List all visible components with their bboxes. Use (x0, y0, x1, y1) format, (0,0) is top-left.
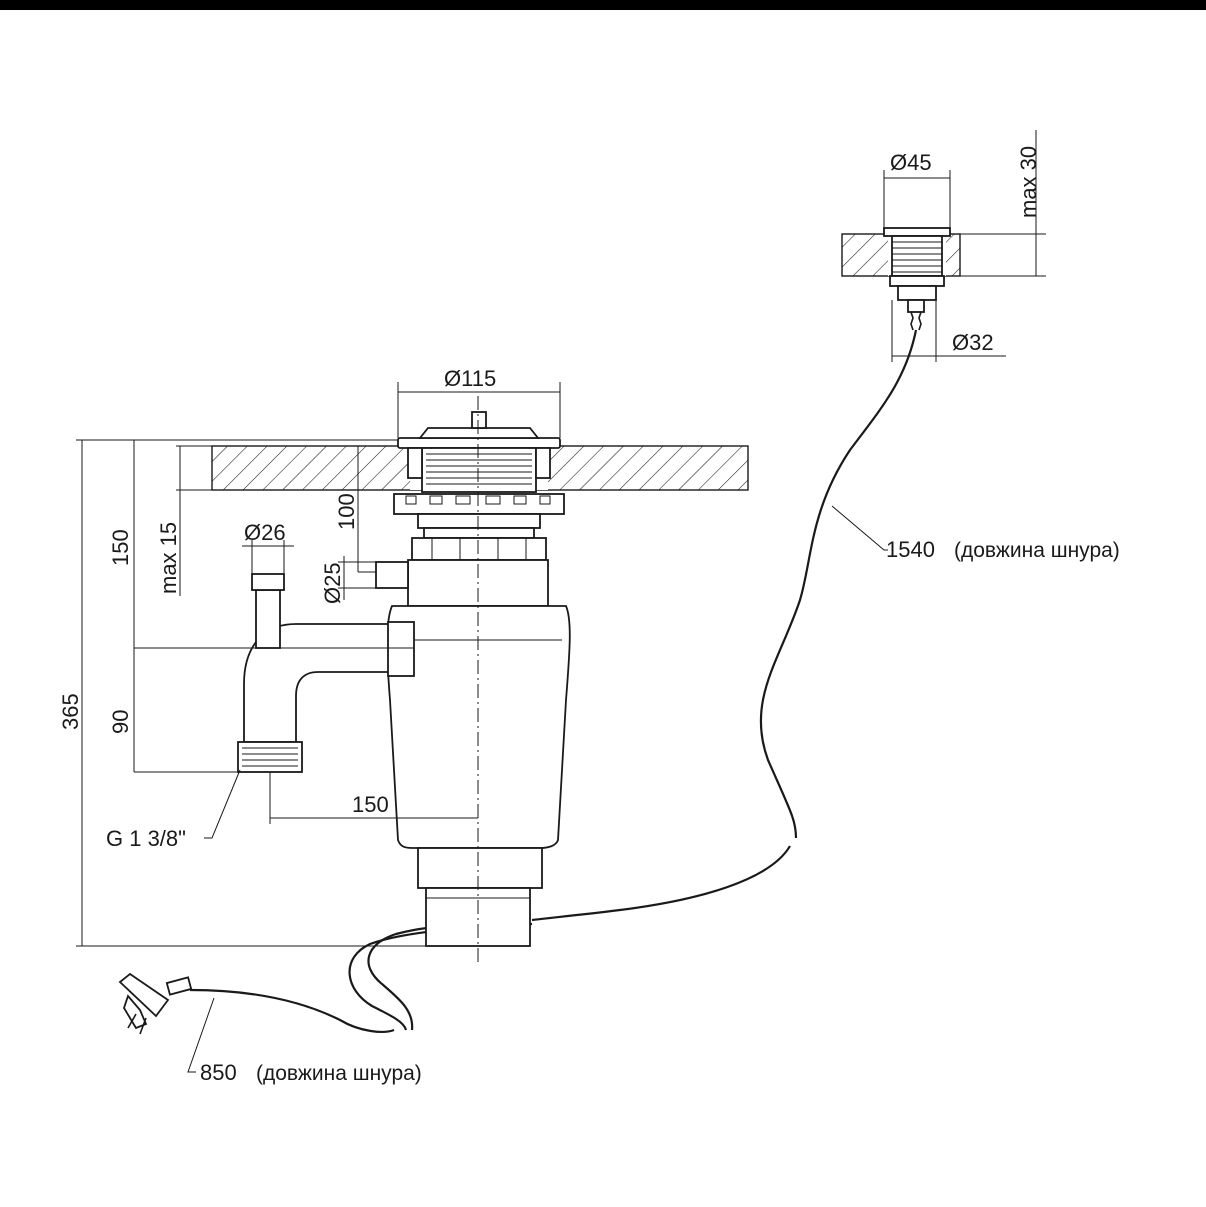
dim-d115: Ø115 (444, 366, 496, 391)
disposer-unit (375, 396, 571, 962)
dim-d32: Ø32 (952, 330, 994, 355)
dim-w150: 150 (352, 792, 389, 817)
air-switch: Ø45 max 30 Ø32 (841, 130, 1046, 362)
dim-h150: 150 (108, 529, 133, 566)
switch-cord (759, 329, 918, 839)
top-border-bar (0, 0, 1206, 10)
dim-h100: 100 (334, 493, 359, 530)
dim-h365: 365 (58, 693, 83, 730)
dim-max15: max 15 (156, 522, 181, 594)
power-cord-note: (довжина шнура) (256, 1062, 422, 1085)
dim-max30: max 30 (1016, 146, 1041, 218)
power-cord (189, 988, 395, 1033)
dim-thread: G 1 3/8" (106, 826, 186, 851)
dim-d26: Ø26 (244, 520, 286, 545)
drain-elbow (237, 573, 415, 773)
dim-d45: Ø45 (890, 150, 932, 175)
switch-cord-note: (довжина шнура) (954, 539, 1120, 562)
power-cord-length: 850 (200, 1060, 237, 1085)
switch-cord-length: 1540 (886, 537, 935, 562)
power-plug (118, 972, 193, 1035)
dim-h90: 90 (108, 710, 133, 734)
dim-d25: Ø25 (320, 562, 345, 604)
